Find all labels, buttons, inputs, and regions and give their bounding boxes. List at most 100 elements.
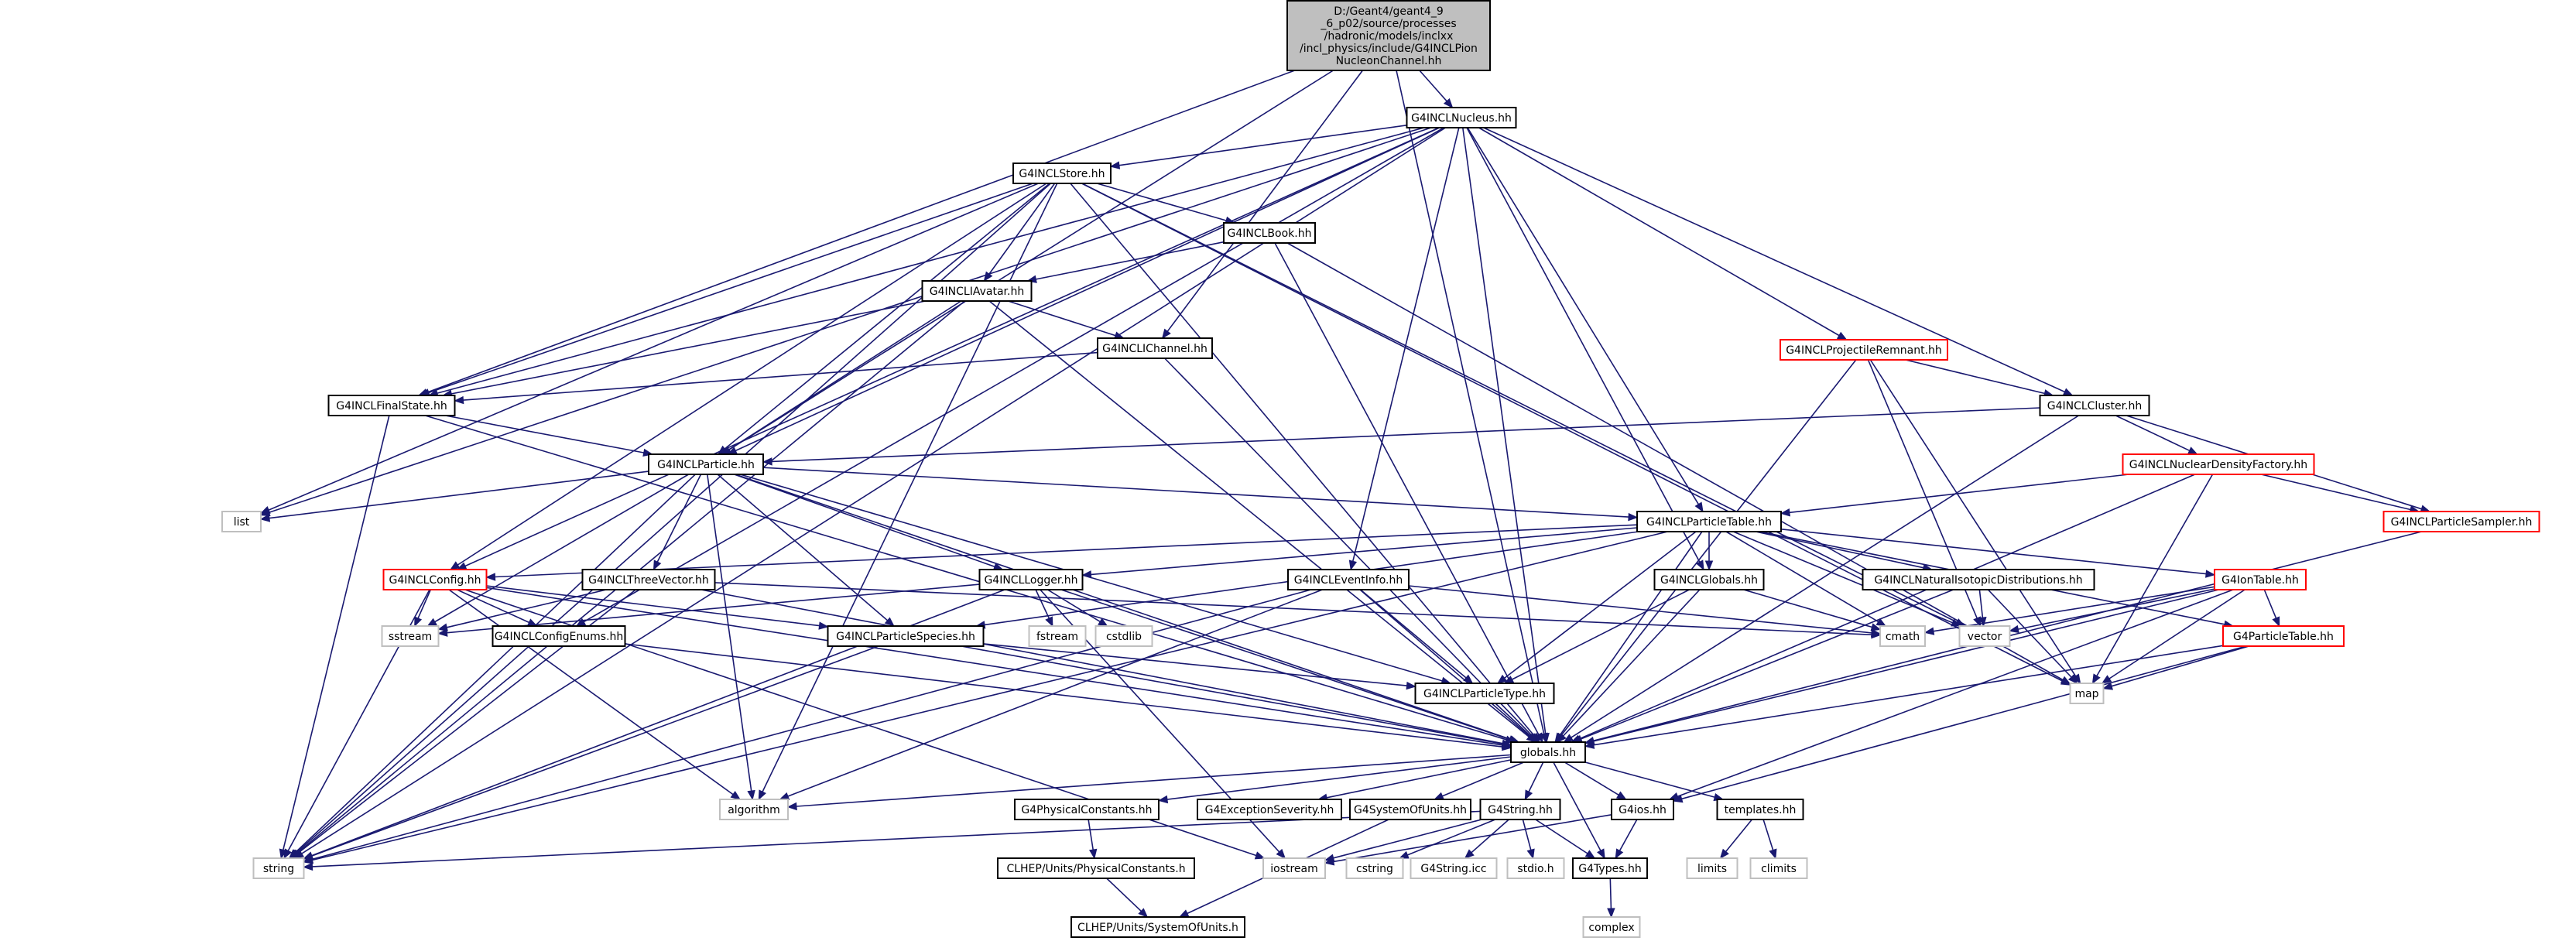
edge-line bbox=[417, 589, 432, 619]
edge-g4parttable-to-g4ios bbox=[1672, 645, 2247, 803]
edge-line bbox=[283, 415, 390, 850]
edge-line bbox=[269, 127, 1432, 514]
node-box bbox=[381, 625, 440, 647]
edge-arrowhead bbox=[2205, 570, 2216, 578]
edge-parttable-to-iontable bbox=[1780, 529, 2216, 578]
node-iontable[interactable]: G4IonTable.hh bbox=[2214, 569, 2307, 590]
node-config[interactable]: G4INCLConfig.hh bbox=[382, 569, 488, 590]
node-g4parttable[interactable]: G4ParticleTable.hh bbox=[2222, 625, 2345, 647]
node-box bbox=[997, 857, 1195, 879]
node-box bbox=[1479, 799, 1561, 820]
node-clhepphys[interactable]: CLHEP/Units/PhysicalConstants.h bbox=[997, 857, 1195, 879]
edge-store-to-finalstate bbox=[420, 183, 1033, 397]
node-templates[interactable]: templates.hh bbox=[1716, 799, 1804, 820]
node-label: cmath bbox=[1886, 631, 1920, 643]
edge-arrowhead bbox=[437, 623, 448, 631]
edge-line bbox=[762, 467, 1629, 518]
edge-arrowhead bbox=[653, 559, 662, 571]
edge-line bbox=[428, 183, 1033, 394]
edge-line bbox=[1035, 589, 1050, 619]
edge-line bbox=[1360, 589, 1467, 679]
node-eventinfo[interactable]: G4INCLEventInfo.hh bbox=[1287, 569, 1410, 590]
node-label: G4ExceptionSeverity.hh bbox=[1205, 804, 1334, 816]
edge-nucdensfact-to-partsampler bbox=[2261, 474, 2420, 514]
node-climits: climits bbox=[1749, 857, 1808, 879]
node-globalshh[interactable]: globals.hh bbox=[1510, 741, 1586, 763]
edge-particle-to-list bbox=[259, 470, 649, 522]
node-ichannel[interactable]: G4INCLIChannel.hh bbox=[1097, 337, 1213, 359]
node-box bbox=[327, 395, 456, 416]
edge-line bbox=[1483, 127, 2065, 393]
node-exceptsev[interactable]: G4ExceptionSeverity.hh bbox=[1197, 799, 1342, 820]
edge-root-to-ichannel bbox=[1161, 70, 1364, 340]
node-g4types[interactable]: G4Types.hh bbox=[1572, 857, 1648, 879]
edge-logger-to-sstream bbox=[437, 583, 980, 637]
node-threevector[interactable]: G4INCLThreeVector.hh bbox=[581, 569, 716, 590]
edge-arrowhead bbox=[1769, 848, 1777, 860]
edge-iontable-to-vector bbox=[2009, 588, 2215, 634]
edge-nucleus-to-globals bbox=[1466, 127, 1704, 571]
edge-store-to-algorithm bbox=[758, 183, 1058, 801]
edge-arrowhead bbox=[1276, 848, 1286, 859]
node-box bbox=[1070, 916, 1245, 938]
edge-arrowhead bbox=[414, 616, 423, 628]
node-box bbox=[827, 625, 985, 647]
edge-avatar-to-finalstate bbox=[442, 300, 926, 398]
node-sstream: sstream bbox=[381, 625, 440, 647]
node-label: G4INCLParticle.hh bbox=[657, 459, 755, 471]
node-store[interactable]: G4INCLStore.hh bbox=[1012, 163, 1112, 184]
edge-arrowhead bbox=[1615, 848, 1624, 860]
edge-line bbox=[451, 300, 926, 395]
node-g4string[interactable]: G4String.hh bbox=[1479, 799, 1561, 820]
edge-eventinfo-to-algorithm bbox=[779, 589, 1323, 800]
node-logger[interactable]: G4INCLLogger.hh bbox=[978, 569, 1084, 590]
node-box bbox=[1958, 625, 2011, 647]
node-cluster[interactable]: G4INCLCluster.hh bbox=[2039, 395, 2150, 416]
node-avatar[interactable]: G4INCLIAvatar.hh bbox=[921, 280, 1033, 302]
node-label: algorithm bbox=[728, 804, 780, 816]
node-label: /hadronic/models/inclxx bbox=[1324, 30, 1454, 43]
edge-line bbox=[1756, 531, 1924, 569]
edge-line bbox=[448, 589, 734, 796]
edge-arrowhead bbox=[1923, 627, 1935, 635]
node-parttable[interactable]: G4INCLParticleTable.hh bbox=[1636, 511, 1782, 532]
node-nucleus[interactable]: G4INCLNucleus.hh bbox=[1406, 107, 1517, 128]
edge-line bbox=[437, 127, 1424, 394]
edge-arrowhead bbox=[1628, 512, 1639, 522]
node-nucdensfact[interactable]: G4INCLNuclearDensityFactory.hh bbox=[2122, 453, 2315, 475]
node-label: G4INCLConfig.hh bbox=[389, 574, 481, 587]
edge-arrowhead bbox=[283, 848, 293, 860]
node-box bbox=[1094, 625, 1153, 647]
node-particle[interactable]: G4INCLParticle.hh bbox=[648, 453, 764, 475]
node-label: G4PhysicalConstants.hh bbox=[1021, 804, 1152, 816]
node-clhepunits[interactable]: CLHEP/Units/SystemOfUnits.h bbox=[1070, 916, 1245, 938]
edge-natiso-to-map bbox=[1987, 589, 2078, 684]
edge-arrowhead bbox=[1870, 623, 1882, 631]
node-finalstate[interactable]: G4INCLFinalState.hh bbox=[327, 395, 456, 416]
node-box bbox=[2382, 511, 2540, 532]
node-natiso[interactable]: G4INCLNaturalIsotopicDistributions.hh bbox=[1862, 569, 2095, 590]
node-configenums[interactable]: G4INCLConfigEnums.hh bbox=[492, 625, 626, 647]
node-g4ios[interactable]: G4ios.hh bbox=[1611, 799, 1674, 820]
edge-g4parttable-to-map bbox=[2102, 645, 2249, 690]
edge-globalshh-to-exceptsev bbox=[1317, 759, 1512, 802]
node-globals[interactable]: G4INCLGlobals.hh bbox=[1653, 569, 1765, 590]
node-physconst[interactable]: G4PhysicalConstants.hh bbox=[1014, 799, 1160, 820]
node-box bbox=[1345, 857, 1404, 879]
node-book[interactable]: G4INCLBook.hh bbox=[1223, 222, 1316, 244]
edge-arrowhead bbox=[2102, 682, 2113, 690]
edge-nucleus-to-parttable bbox=[1467, 127, 1704, 513]
edge-line bbox=[1584, 761, 1715, 798]
edge-line bbox=[464, 127, 1440, 567]
node-partspecies[interactable]: G4INCLParticleSpecies.hh bbox=[827, 625, 985, 647]
node-partsampler[interactable]: G4INCLParticleSampler.hh bbox=[2382, 511, 2540, 532]
edge-line bbox=[1008, 300, 1116, 337]
edge-line bbox=[625, 643, 1503, 748]
node-sysunits[interactable]: G4SystemOfUnits.hh bbox=[1349, 799, 1471, 820]
node-box bbox=[978, 569, 1084, 590]
node-label: G4INCLThreeVector.hh bbox=[588, 574, 709, 587]
node-projremnant[interactable]: G4INCLProjectileRemnant.hh bbox=[1780, 339, 1948, 361]
edge-arrowhead bbox=[1406, 681, 1416, 690]
node-parttype[interactable]: G4INCLParticleType.hh bbox=[1414, 683, 1555, 704]
edge-line bbox=[656, 474, 702, 563]
